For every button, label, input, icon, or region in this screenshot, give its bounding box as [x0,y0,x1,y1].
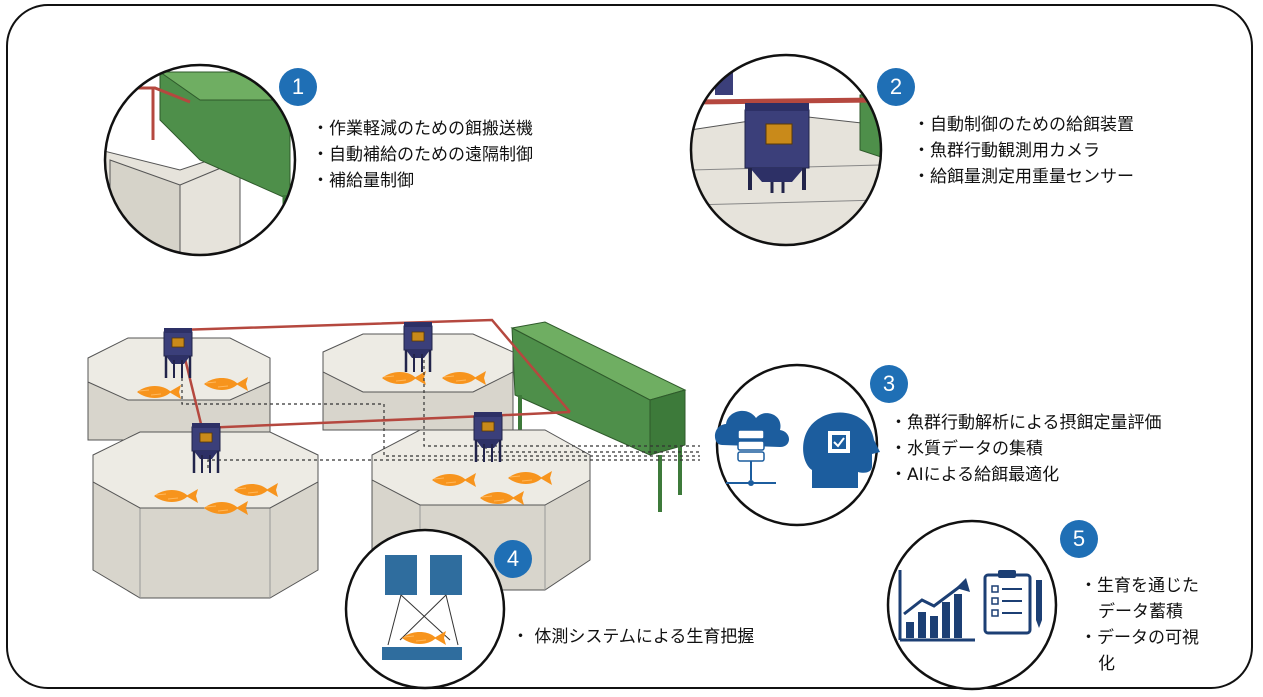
callout-5-line-4: 化 [1098,654,1115,674]
feeder-device-closeup-icon [689,53,883,247]
callout-text-4: ・ 体測システムによる生育把握 [512,624,754,650]
callout-text-2: ・自動制御のための給餌装置 ・魚群行動観測用カメラ ・給餌量測定用重量センサー [913,112,1134,190]
growth-chart-and-checklist-icon [886,519,1058,691]
callout-2-line-1: ・自動制御のための給餌装置 [913,115,1134,135]
callout-5-line-2: データ蓄積 [1098,602,1183,622]
callout-5-line-3: ・データの可視 [1080,628,1199,648]
callout-badge-1: 1 [279,68,317,106]
callout-2-line-2: ・魚群行動観測用カメラ [913,141,1100,161]
callout-1-line-3: ・補給量制御 [312,171,414,191]
callout-badge-2: 2 [877,68,915,106]
callout-text-3: ・魚群行動解析による摂餌定量評価 ・水質データの集積 ・AIによる給餌最適化 [890,410,1162,488]
callout-3-line-2: ・水質データの集積 [890,439,1043,459]
callout-badge-3: 3 [870,365,908,403]
callout-1-line-1: ・作業軽減のための餌搬送機 [312,119,533,139]
cloud-server-and-ai-brain-icon [714,363,880,527]
callout-2-line-3: ・給餌量測定用重量センサー [913,167,1134,187]
data-cables [181,360,700,468]
tank-front-left [92,431,319,599]
callout-3-line-1: ・魚群行動解析による摂餌定量評価 [890,413,1162,433]
tank-back-right [322,333,514,431]
callout-badge-4: 4 [494,540,532,578]
feed-conveyor-closeup-icon [103,63,297,257]
callout-5-line-1: ・生育を通じた [1080,576,1199,596]
tank-back-left [87,337,271,441]
body-measurement-camera-icon [344,528,506,690]
callout-text-5: ・生育を通じた データ蓄積 ・データの可視 化 [1080,573,1199,677]
callout-4-line-1: ・ 体測システムによる生育把握 [512,627,755,647]
callout-3-line-3: ・AIによる給餌最適化 [890,465,1060,485]
callout-badge-5: 5 [1060,520,1098,558]
callout-1-line-2: ・自動補給のための遠隔制御 [312,145,533,165]
callout-text-1: ・作業軽減のための餌搬送機 ・自動補給のための遠隔制御 ・補給量制御 [312,116,533,194]
